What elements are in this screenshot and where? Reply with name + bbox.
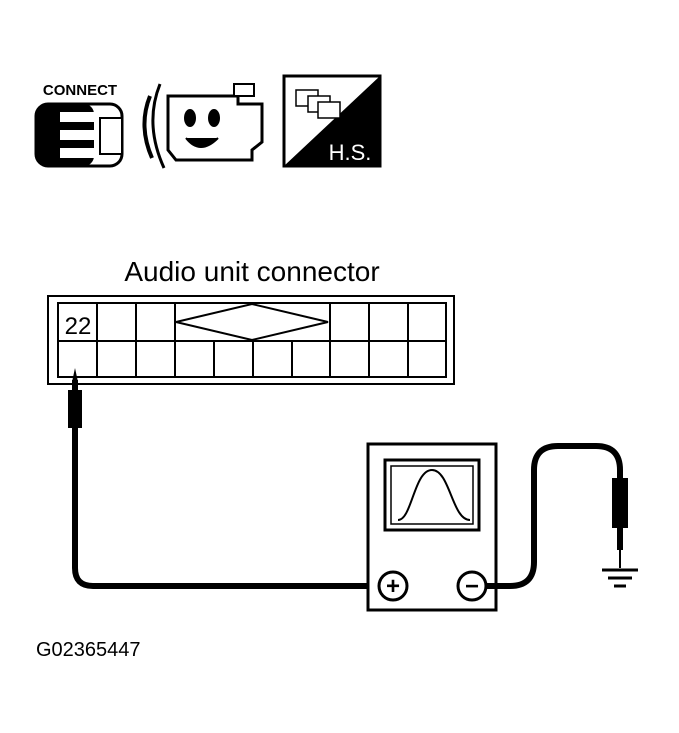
- negative-terminal-label: −: [465, 573, 479, 600]
- positive-probe: [68, 368, 82, 428]
- terminal-number: 22: [65, 313, 92, 340]
- engine-character-icon: [142, 83, 264, 169]
- connector-lock-diamond: [175, 302, 329, 342]
- positive-lead: [72, 426, 380, 589]
- harness-label: H.S.: [329, 140, 372, 165]
- connector-title: Audio unit connector: [124, 256, 379, 287]
- positive-terminal-label: +: [386, 573, 400, 600]
- harness-connector-icon: H.S.: [282, 74, 382, 168]
- ground-icon: [602, 568, 638, 588]
- positive-terminal: +: [377, 570, 409, 602]
- negative-terminal: −: [456, 570, 488, 602]
- negative-lead: [486, 443, 623, 589]
- figure-id: G02365447: [36, 639, 141, 661]
- connect-icon: CONNECT: [34, 82, 124, 168]
- ground-probe: [612, 478, 628, 568]
- connector-plug-icon: [34, 102, 124, 168]
- audio-unit-connector: 22: [47, 295, 455, 385]
- connect-label: CONNECT: [43, 82, 117, 99]
